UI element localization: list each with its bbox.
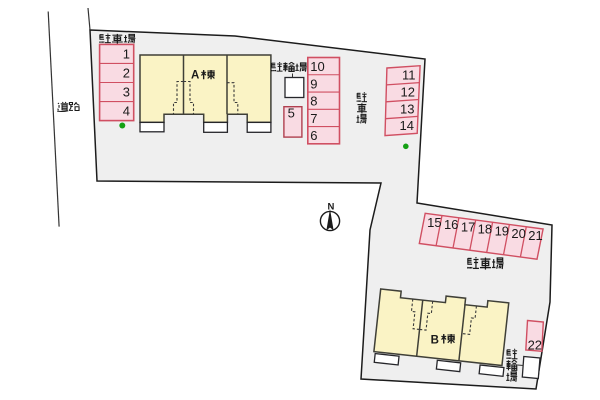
svg-text:9: 9 <box>310 76 317 91</box>
svg-text:2: 2 <box>123 66 130 81</box>
svg-text:7: 7 <box>310 111 317 126</box>
svg-text:10: 10 <box>310 59 324 74</box>
svg-text:11: 11 <box>402 68 416 83</box>
svg-text:6: 6 <box>310 128 317 143</box>
svg-text:21: 21 <box>528 228 542 243</box>
svg-text:14: 14 <box>400 118 414 133</box>
svg-text:3: 3 <box>123 85 130 100</box>
svg-text:1: 1 <box>123 47 130 62</box>
svg-text:8: 8 <box>310 94 317 109</box>
svg-text:12: 12 <box>401 84 415 99</box>
svg-text:5: 5 <box>288 106 295 121</box>
svg-text:17: 17 <box>461 219 475 234</box>
svg-text:N: N <box>327 202 334 213</box>
svg-text:19: 19 <box>495 224 509 239</box>
svg-text:4: 4 <box>123 104 130 119</box>
svg-text:22: 22 <box>528 338 542 353</box>
svg-text:A: A <box>191 70 199 82</box>
svg-text:16: 16 <box>444 217 458 232</box>
svg-text:18: 18 <box>478 222 492 237</box>
svg-text:13: 13 <box>400 101 414 116</box>
svg-text:B: B <box>431 334 439 346</box>
svg-text:20: 20 <box>511 226 525 241</box>
svg-text:15: 15 <box>427 215 441 230</box>
